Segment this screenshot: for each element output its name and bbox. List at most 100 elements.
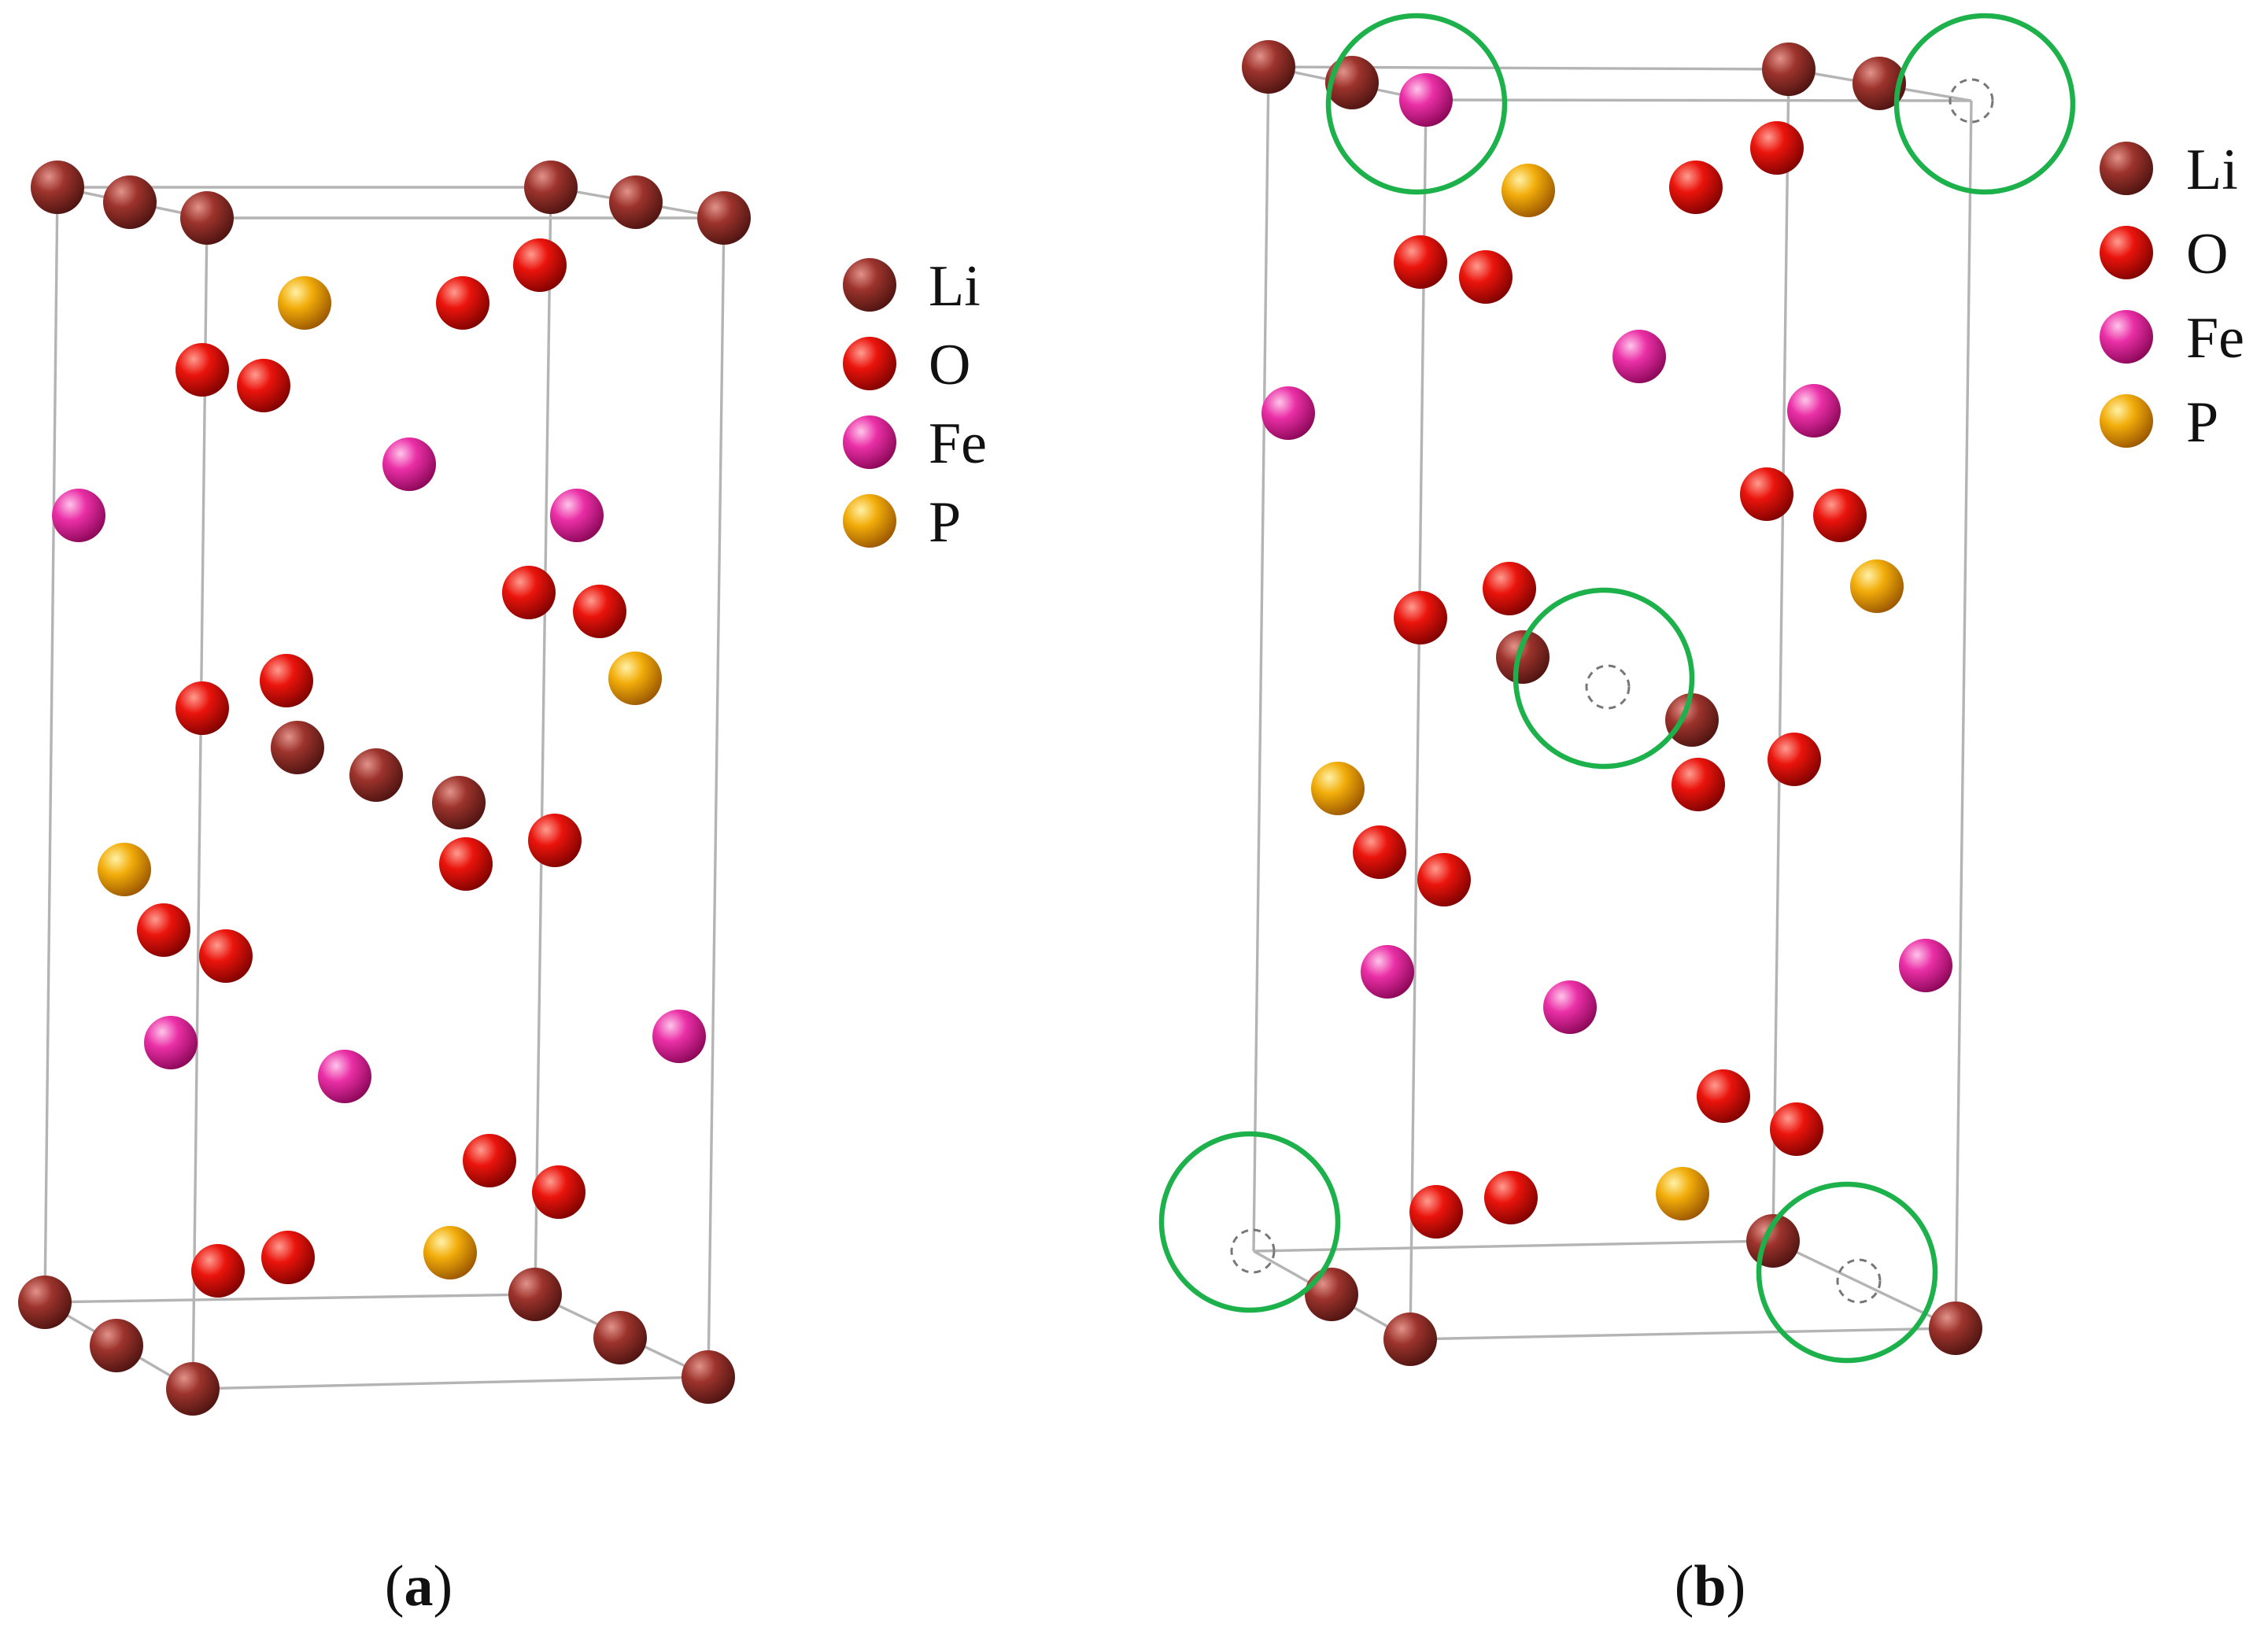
o-atom bbox=[237, 359, 290, 412]
cell-edge bbox=[1252, 66, 1270, 1252]
li-atom bbox=[1929, 1301, 1982, 1355]
cell-edge bbox=[1771, 68, 1790, 1242]
fe-atom bbox=[1361, 945, 1414, 999]
legend-label-fe: Fe bbox=[2186, 306, 2244, 371]
legend-marker-o bbox=[2100, 226, 2153, 279]
o-atom bbox=[532, 1165, 585, 1219]
fe-atom bbox=[144, 1016, 198, 1069]
li-atom bbox=[1665, 693, 1719, 747]
defect-highlight-circle bbox=[1893, 13, 2076, 195]
li-atom bbox=[1305, 1268, 1358, 1321]
defect-highlight-circle bbox=[1158, 1131, 1341, 1313]
panel-b-defect-cell bbox=[1158, 13, 2153, 1366]
o-atom bbox=[1671, 758, 1725, 811]
cell-edge bbox=[191, 217, 209, 1390]
fe-atom bbox=[1612, 330, 1666, 383]
o-atom bbox=[1353, 825, 1406, 879]
fe-atom bbox=[550, 489, 604, 542]
legend-label-o: O bbox=[929, 333, 970, 397]
fe-atom bbox=[1899, 939, 1952, 992]
legend-marker-p bbox=[843, 494, 896, 548]
fe-atom bbox=[652, 1010, 706, 1063]
li-atom bbox=[1496, 630, 1550, 684]
o-atom bbox=[1697, 1069, 1750, 1123]
fe-atom bbox=[382, 438, 436, 491]
li-atom bbox=[90, 1319, 143, 1372]
vacancy-marker bbox=[1836, 1258, 1882, 1304]
li-atom bbox=[271, 721, 324, 774]
o-atom bbox=[1394, 235, 1447, 289]
cell-edge bbox=[1409, 99, 1428, 1340]
cell-edge bbox=[192, 1375, 709, 1390]
li-atom bbox=[31, 161, 84, 214]
legend-label-li: Li bbox=[2186, 138, 2238, 202]
p-atom bbox=[1656, 1167, 1709, 1220]
fe-atom bbox=[1261, 386, 1315, 440]
li-atom bbox=[697, 191, 751, 245]
legend-marker-li bbox=[2100, 142, 2153, 195]
legend-marker-li bbox=[843, 258, 896, 312]
li-atom bbox=[180, 191, 234, 245]
o-atom bbox=[1417, 853, 1471, 906]
o-atom bbox=[1394, 591, 1447, 644]
li-atom bbox=[1242, 40, 1295, 94]
o-atom bbox=[260, 654, 313, 707]
o-atom bbox=[1767, 733, 1821, 786]
cell-edge bbox=[534, 186, 552, 1295]
p-atom bbox=[1311, 762, 1365, 815]
p-atom bbox=[278, 276, 331, 330]
o-atom bbox=[1740, 467, 1793, 521]
fe-atom bbox=[1787, 384, 1841, 438]
o-atom bbox=[261, 1231, 315, 1284]
o-atom bbox=[439, 837, 493, 891]
fe-atom bbox=[318, 1050, 371, 1103]
cell-edge bbox=[707, 217, 726, 1378]
o-atom bbox=[436, 276, 489, 330]
defect-highlight-circle bbox=[1513, 587, 1695, 770]
o-atom bbox=[1484, 1171, 1538, 1224]
o-atom bbox=[191, 1244, 245, 1298]
o-atom bbox=[1750, 121, 1804, 175]
legend-panel-b: Li O Fe P bbox=[2186, 138, 2244, 455]
cell-edge bbox=[1409, 1327, 1956, 1341]
cell-edge bbox=[44, 1293, 536, 1304]
o-atom bbox=[463, 1134, 516, 1187]
fe-atom bbox=[1543, 980, 1597, 1034]
vacancy-marker bbox=[1585, 664, 1631, 710]
legend-marker-p bbox=[2100, 394, 2153, 448]
li-atom bbox=[508, 1268, 562, 1321]
legend-label-fe: Fe bbox=[929, 412, 987, 476]
li-atom bbox=[593, 1311, 647, 1364]
o-atom bbox=[1483, 562, 1536, 615]
panel-a-perfect-cell bbox=[18, 161, 896, 1416]
li-atom bbox=[18, 1276, 72, 1329]
fe-atom bbox=[1399, 73, 1453, 127]
p-atom bbox=[1850, 559, 1904, 613]
o-atom bbox=[175, 681, 229, 735]
o-atom bbox=[1813, 489, 1867, 542]
li-atom bbox=[103, 175, 157, 229]
vacancy-marker bbox=[1230, 1228, 1276, 1274]
defect-highlight-circle bbox=[1756, 1181, 1938, 1364]
p-atom bbox=[423, 1226, 477, 1279]
o-atom bbox=[199, 929, 253, 983]
o-atom bbox=[137, 903, 190, 957]
o-atom bbox=[502, 566, 556, 619]
legend-marker-fe bbox=[2100, 310, 2153, 364]
li-atom bbox=[1852, 57, 1906, 110]
cell-edge bbox=[1253, 1239, 1774, 1253]
caption-panel-a: (a) bbox=[385, 1554, 452, 1619]
o-atom bbox=[528, 814, 582, 867]
cell-edge bbox=[1954, 100, 1973, 1329]
o-atom bbox=[1459, 250, 1513, 304]
li-atom bbox=[1325, 56, 1379, 109]
legend-label-p: P bbox=[929, 490, 961, 555]
o-atom bbox=[573, 585, 626, 638]
p-atom bbox=[1502, 164, 1555, 217]
fe-atom bbox=[52, 489, 105, 542]
o-atom bbox=[175, 343, 229, 397]
li-atom bbox=[166, 1362, 220, 1416]
legend-marker-fe bbox=[843, 415, 896, 469]
o-atom bbox=[1409, 1185, 1463, 1239]
caption-panel-b: (b) bbox=[1675, 1554, 1745, 1619]
